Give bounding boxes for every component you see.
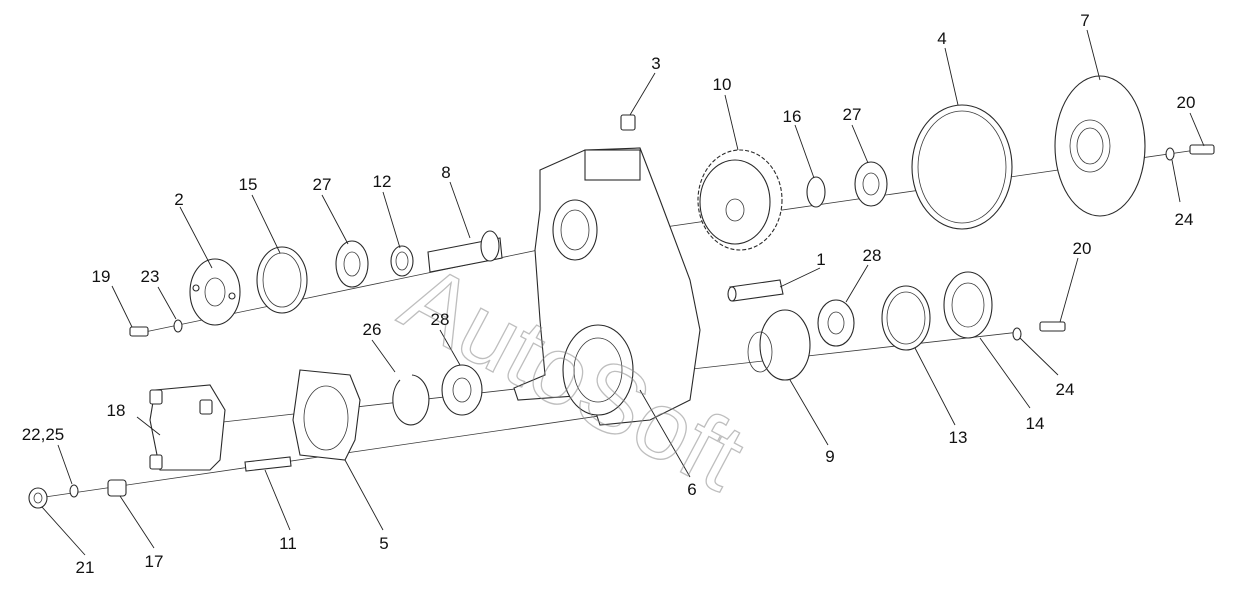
callout-16: 16: [783, 107, 802, 126]
callout-8: 8: [441, 163, 450, 182]
callout-labels: 2 15 27 12 8 3 10 16 27 4 7 20 24 1 28 2…: [22, 11, 1196, 577]
cover-14: [943, 271, 993, 339]
callout-5: 5: [379, 534, 388, 553]
callout-27-right: 27: [843, 105, 862, 124]
callout-3: 3: [651, 54, 660, 73]
bearing-28-right: [817, 299, 855, 347]
callout-10: 10: [713, 75, 732, 94]
callout-9: 9: [825, 447, 834, 466]
ring-16: [806, 176, 826, 208]
callout-14: 14: [1026, 414, 1045, 433]
callout-24-lower: 24: [1056, 380, 1075, 399]
callout-20-lower: 20: [1073, 239, 1092, 258]
pin-1: [727, 279, 784, 302]
callout-12: 12: [373, 172, 392, 191]
snap-ring-26: [392, 374, 430, 426]
callout-28-right: 28: [863, 246, 882, 265]
callout-15: 15: [239, 175, 258, 194]
nut-24-upper: [1165, 147, 1175, 161]
callout-26: 26: [363, 320, 382, 339]
bolt-20-lower: [1039, 321, 1066, 332]
nut-24-lower: [1012, 327, 1022, 341]
gasket-15: [256, 246, 308, 314]
callout-28-left: 28: [431, 310, 450, 329]
gear-10: [697, 149, 783, 251]
callout-27-left: 27: [313, 175, 332, 194]
callout-22-25: 22,25: [22, 425, 65, 444]
callout-23: 23: [141, 267, 160, 286]
cover-7: [1054, 75, 1146, 217]
callout-2: 2: [174, 190, 183, 209]
spacer-17: [107, 479, 127, 497]
gear-9: [747, 309, 811, 381]
callout-4: 4: [937, 29, 946, 48]
housing-6: [513, 147, 701, 426]
callout-1: 1: [816, 250, 825, 269]
plug-3: [620, 114, 636, 131]
pin-11: [244, 456, 292, 472]
bearing-28-left: [441, 364, 483, 416]
callout-19: 19: [92, 267, 111, 286]
cover-18: [149, 384, 226, 471]
cover-2: [189, 258, 241, 326]
callout-17: 17: [145, 552, 164, 571]
gasket-13: [881, 285, 931, 351]
bearing-27-left: [335, 240, 369, 288]
washer-22-25: [69, 484, 79, 498]
bolt-19: [129, 326, 149, 337]
callout-18: 18: [107, 401, 126, 420]
callout-11: 11: [279, 534, 297, 553]
callout-20-upper: 20: [1177, 93, 1196, 112]
leader-lines: [41, 29, 1205, 556]
callout-6: 6: [687, 480, 696, 499]
seal-12: [390, 245, 414, 277]
washer-23: [173, 319, 183, 333]
callout-24-upper: 24: [1175, 210, 1194, 229]
gasket-4: [911, 104, 1013, 230]
nut-21: [28, 487, 48, 509]
callout-13: 13: [949, 428, 968, 447]
gasket-5: [292, 369, 361, 461]
shaft-8: [427, 230, 503, 273]
callout-21: 21: [76, 558, 95, 577]
callout-7: 7: [1080, 11, 1089, 30]
bearing-27-right: [854, 161, 888, 207]
bolt-20-upper: [1189, 144, 1215, 155]
